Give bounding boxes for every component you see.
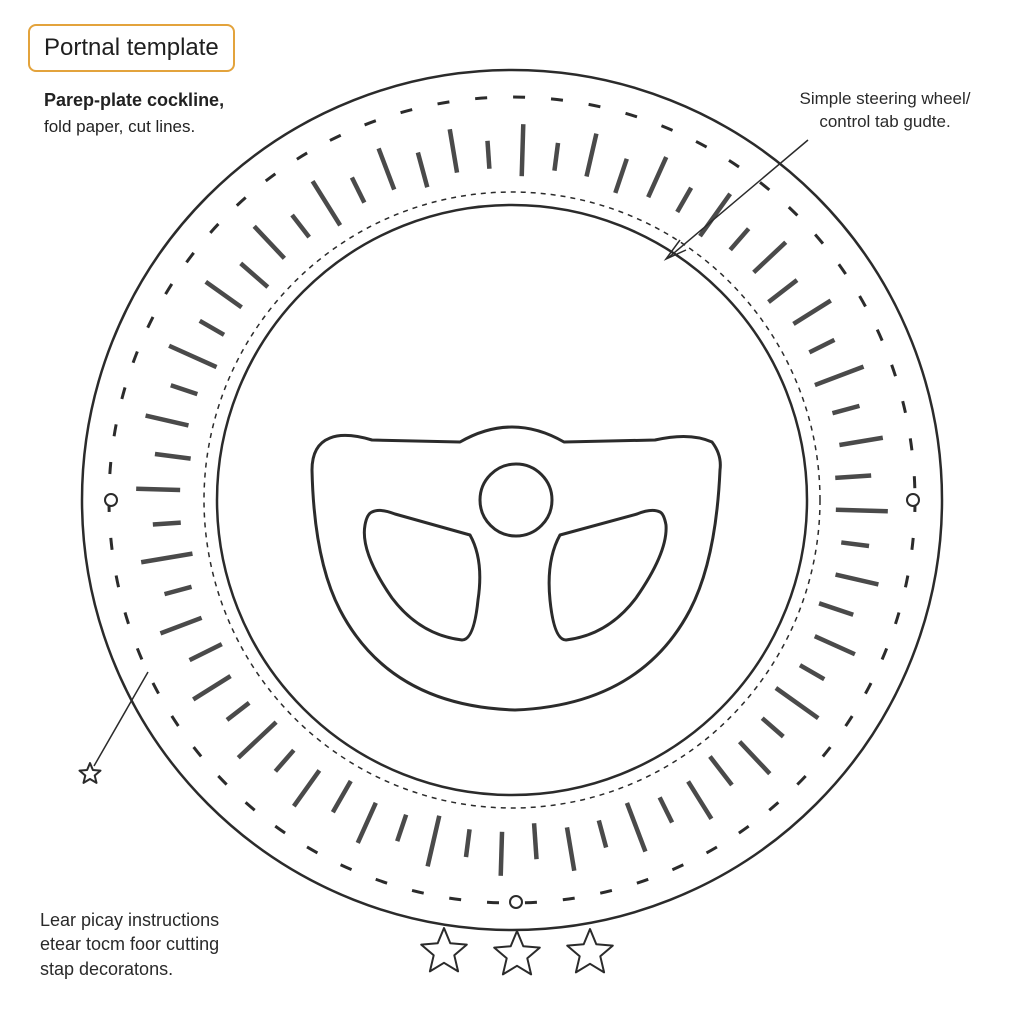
instruction-notes: Lear picay instructions etear tocm foor … bbox=[40, 908, 219, 981]
star-leader-line bbox=[93, 671, 149, 767]
cut-line-tick bbox=[584, 133, 599, 177]
outer-fold-line bbox=[107, 95, 917, 905]
steering-callout: Simple steering wheel/ control tab gudte… bbox=[770, 88, 1000, 134]
cut-line-tick bbox=[813, 634, 856, 657]
cut-line-tick bbox=[188, 642, 223, 663]
cut-line-tick bbox=[675, 186, 694, 214]
cut-line-tick bbox=[814, 364, 865, 388]
subtitle-line-2: fold paper, cut lines. bbox=[44, 117, 196, 136]
subtitle-line-1: Parep-plate cockline, bbox=[44, 90, 225, 110]
cut-line-tick bbox=[330, 779, 353, 814]
cut-line-tick bbox=[239, 261, 270, 289]
star-icon bbox=[493, 930, 541, 976]
cut-line-tick bbox=[708, 755, 734, 787]
callout-arrowhead bbox=[663, 239, 687, 261]
steering-hub bbox=[478, 462, 554, 538]
cut-line-tick bbox=[728, 227, 751, 252]
cut-line-tick bbox=[290, 213, 311, 239]
cut-line-tick bbox=[310, 180, 343, 227]
cut-line-tick bbox=[252, 224, 287, 260]
cut-line-tick bbox=[291, 769, 322, 808]
cut-line-tick bbox=[596, 819, 609, 849]
cut-line-tick bbox=[840, 540, 870, 549]
cut-line-tick bbox=[774, 686, 820, 721]
cut-line-tick bbox=[835, 572, 879, 587]
cut-line-tick bbox=[154, 451, 191, 461]
cut-line-tick bbox=[835, 473, 872, 481]
cut-line-tick bbox=[163, 584, 193, 597]
cut-line-tick bbox=[192, 674, 232, 702]
punch-hole-icon bbox=[509, 895, 523, 909]
cut-line-tick bbox=[145, 413, 189, 428]
cut-lines bbox=[136, 124, 888, 876]
cut-line-tick bbox=[792, 298, 832, 326]
cut-line-tick bbox=[737, 740, 772, 776]
cut-line-tick bbox=[463, 828, 472, 858]
callout-leader-line bbox=[667, 139, 809, 259]
cut-line-tick bbox=[168, 343, 218, 370]
cut-line-tick bbox=[485, 140, 492, 169]
cut-line-tick bbox=[273, 748, 296, 773]
page-title: Portnal template bbox=[28, 24, 235, 72]
steering-wheel-outline bbox=[310, 425, 722, 712]
cut-line-tick bbox=[760, 716, 785, 739]
cut-line-tick bbox=[808, 337, 836, 355]
cut-line-tick bbox=[624, 802, 648, 853]
cut-line-tick bbox=[686, 780, 714, 820]
steering-right-cutout bbox=[547, 508, 668, 642]
cut-line-tick bbox=[236, 720, 278, 760]
cut-line-tick bbox=[767, 278, 799, 304]
cut-line-tick bbox=[835, 507, 888, 514]
cut-line-tick bbox=[204, 279, 243, 310]
cut-line-tick bbox=[349, 176, 367, 204]
star-icon bbox=[566, 928, 614, 974]
inner-plate bbox=[215, 203, 809, 797]
cut-line-tick bbox=[198, 318, 226, 337]
cut-line-tick bbox=[425, 815, 442, 867]
cut-line-tick bbox=[831, 403, 861, 416]
cut-line-tick bbox=[447, 128, 460, 173]
steering-left-cutout bbox=[362, 508, 482, 642]
cut-line-tick bbox=[415, 151, 430, 188]
callout-line-1: Simple steering wheel/ bbox=[799, 89, 971, 108]
cut-line-tick bbox=[519, 124, 526, 177]
cut-line-tick bbox=[170, 383, 199, 397]
cut-line-tick bbox=[657, 796, 675, 824]
cut-line-tick bbox=[646, 156, 669, 199]
notes-line-3: stap decoratons. bbox=[40, 958, 174, 979]
cut-line-tick bbox=[225, 701, 251, 722]
cut-line-tick bbox=[613, 158, 629, 194]
cut-line-tick bbox=[818, 601, 854, 617]
cut-line-tick bbox=[798, 663, 826, 682]
cut-line-tick bbox=[355, 801, 378, 844]
outer-rim bbox=[80, 68, 944, 932]
inner-fold-line bbox=[203, 191, 821, 809]
cut-line-tick bbox=[498, 831, 505, 876]
star-decorations bbox=[78, 762, 614, 976]
cut-line-tick bbox=[140, 551, 193, 565]
star-icon bbox=[78, 762, 102, 784]
cut-line-tick bbox=[698, 192, 733, 238]
cut-line-tick bbox=[152, 520, 181, 527]
cut-line-tick bbox=[552, 142, 561, 172]
cut-line-tick bbox=[395, 813, 409, 842]
subtitle: Parep-plate cockline, fold paper, cut li… bbox=[44, 90, 224, 137]
steering-wheel-icon bbox=[310, 425, 722, 712]
cut-line-tick bbox=[564, 827, 577, 872]
cut-line-tick bbox=[376, 147, 397, 191]
notes-line-2: etear tocm foor cutting bbox=[40, 934, 220, 955]
cut-line-tick bbox=[839, 435, 884, 448]
star-icon bbox=[420, 927, 468, 973]
cut-line-tick bbox=[136, 486, 181, 493]
cut-line-tick bbox=[531, 823, 539, 860]
notes-line-1: Lear picay instructions bbox=[40, 910, 220, 930]
punch-hole-icon bbox=[906, 493, 920, 507]
punch-hole-icon bbox=[104, 493, 118, 507]
cut-line-tick bbox=[159, 615, 203, 636]
cut-line-tick bbox=[752, 240, 788, 275]
callout-line-2: control tab gudte. bbox=[819, 111, 951, 131]
